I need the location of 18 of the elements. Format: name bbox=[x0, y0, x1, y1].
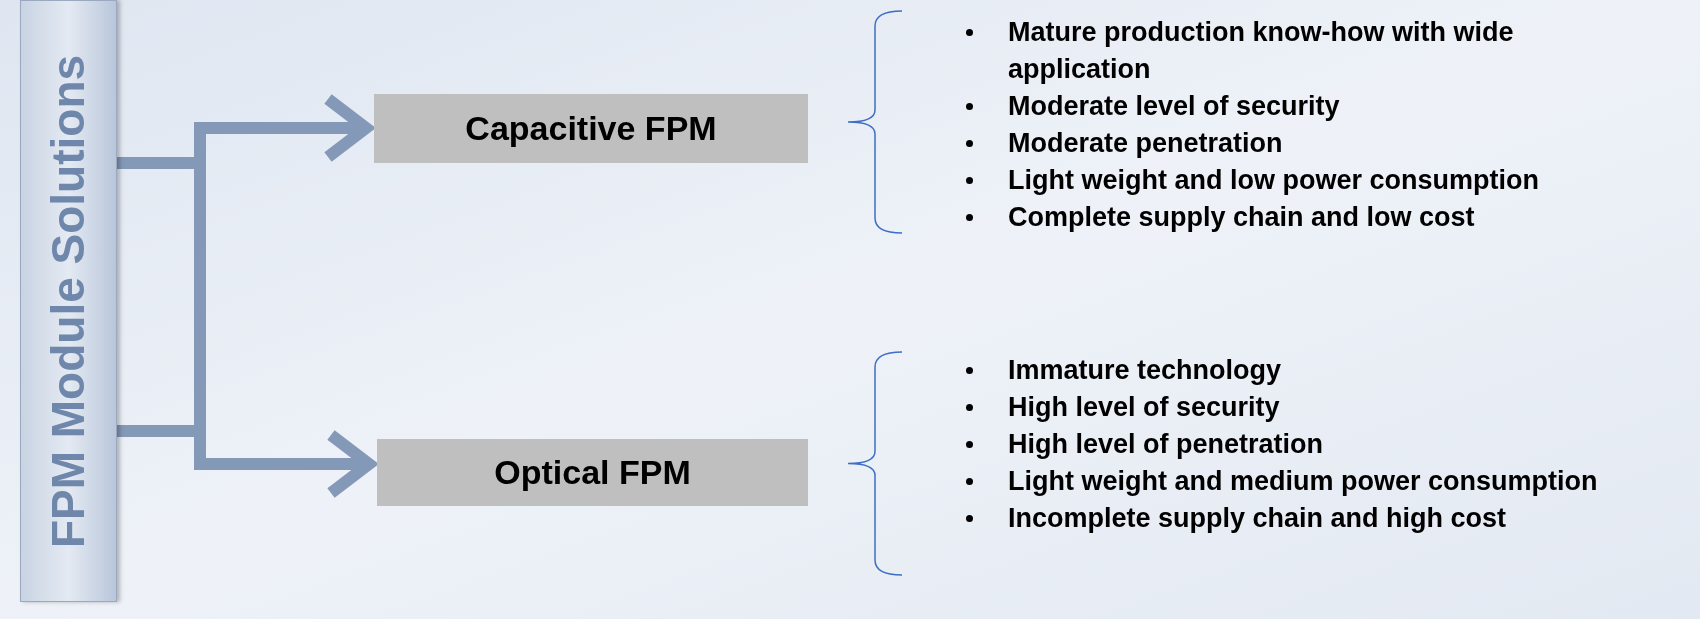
feature-text: Moderate level of security bbox=[1008, 90, 1341, 123]
feature-text: High level of penetration bbox=[1008, 428, 1325, 461]
category-box bbox=[377, 439, 808, 506]
category-label: Capacitive FPM bbox=[465, 108, 717, 149]
feature-text: Immature technology bbox=[1008, 354, 1283, 387]
bar-title: FPM Module Solutions bbox=[41, 54, 95, 548]
feature-text: High level of security bbox=[1008, 391, 1281, 424]
feature-text: Light weight and low power consumption bbox=[1008, 164, 1540, 197]
vertical-bar bbox=[20, 0, 117, 602]
feature-text: Complete supply chain and low cost bbox=[1008, 201, 1476, 234]
category-box bbox=[374, 94, 808, 163]
feature-text: Mature production know-how with wide application bbox=[1008, 16, 1515, 86]
arrow bbox=[117, 93, 372, 169]
feature-text: Incomplete supply chain and high cost bbox=[1008, 502, 1508, 535]
category-label: Optical FPM bbox=[494, 452, 691, 493]
feature-text: Light weight and medium power consumption bbox=[1008, 465, 1599, 498]
feature-text: Moderate penetration bbox=[1008, 127, 1284, 160]
arrow bbox=[117, 425, 375, 499]
